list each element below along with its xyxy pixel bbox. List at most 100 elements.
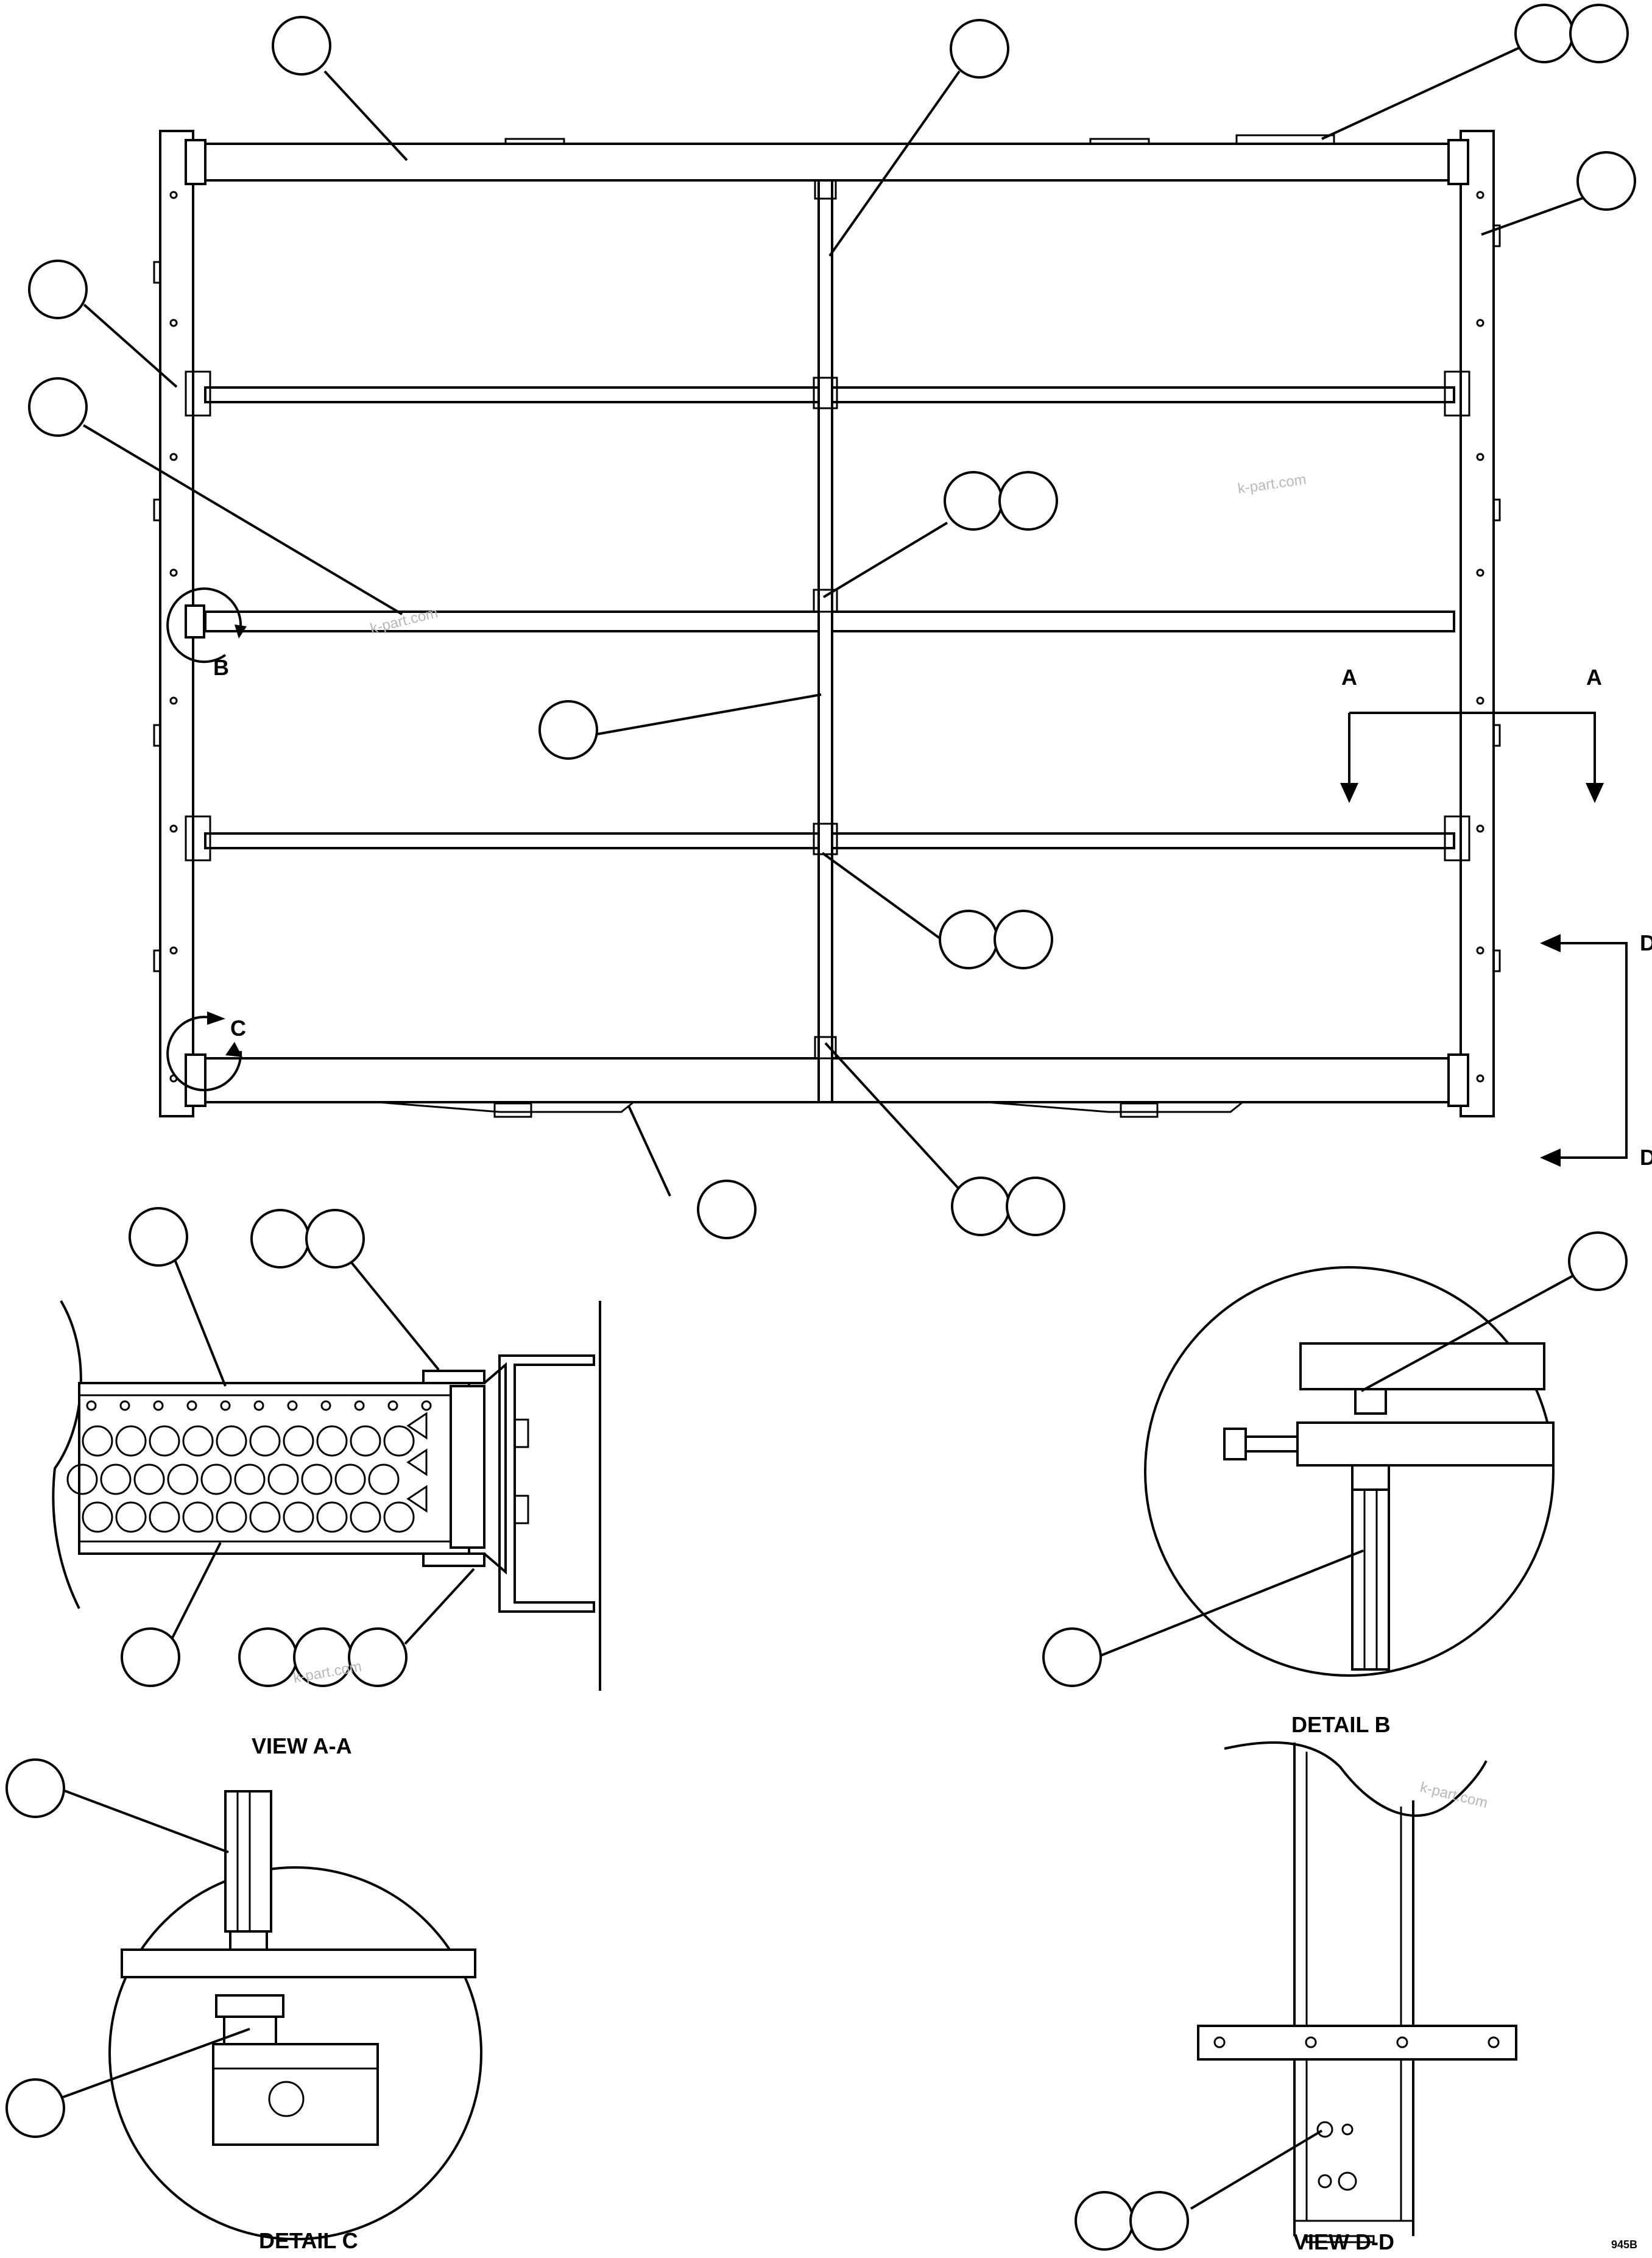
center-clip-bottom: [814, 1036, 837, 1060]
channel-bracket: [498, 1354, 595, 1613]
callout-bubble: [121, 1627, 180, 1687]
top-tab-1: [504, 138, 565, 145]
center-clip-1: [813, 377, 838, 409]
detail-c: DETAIL C: [108, 1790, 482, 2253]
view-aa-caption: VIEW A-A: [252, 1733, 352, 1758]
view-dd-caption: VIEW D-D: [1293, 2229, 1394, 2254]
arrowhead-icon: [1586, 783, 1604, 803]
callout-bubble: [238, 1627, 298, 1687]
post-notches: [153, 224, 1501, 972]
detail-b-caption: DETAIL B: [1291, 1712, 1391, 1737]
view-aa: VIEW A-A: [52, 1300, 601, 1758]
callout-bubble: [305, 1209, 365, 1269]
arrowhead-icon: [1540, 1148, 1561, 1167]
section-d-top-label: D: [1640, 930, 1652, 955]
detail-b: DETAIL B: [1144, 1266, 1555, 1737]
view-dd: VIEW D-D: [1197, 1741, 1517, 2254]
figure-code: 945B: [1611, 2239, 1637, 2251]
leader-lines: [57, 46, 1589, 2210]
callout-bubble: [1042, 1627, 1102, 1687]
callout-bubble: [951, 1177, 1011, 1236]
callout-bubble: [348, 1627, 408, 1687]
top-beam-end-right: [1447, 139, 1469, 185]
callout-bubble: [994, 910, 1053, 969]
arrowhead-icon: [225, 1042, 242, 1057]
detail-b-indicator: B: [166, 587, 247, 680]
callout-bubble: [1568, 1231, 1628, 1291]
rail-roller-rows: [66, 1425, 415, 1533]
clamp-bottom: [422, 1552, 485, 1567]
rail-holes: [86, 1400, 432, 1411]
section-a-left-label: A: [1341, 665, 1357, 690]
section-d-bottom-label: D: [1640, 1145, 1652, 1170]
detail-c-washer: [215, 1994, 284, 2018]
callout-bubble: [1129, 2191, 1189, 2251]
top-tab-2: [1089, 138, 1150, 145]
bottom-beam-end-right: [1447, 1053, 1469, 1107]
detail-c-circle: [108, 1866, 482, 2240]
arrowhead-icon: [1540, 934, 1561, 952]
callout-bubble: [998, 471, 1058, 531]
bracket-left-2: [185, 604, 205, 639]
section-a-indicator: A A: [1340, 665, 1604, 803]
callout-bubble: [950, 19, 1009, 79]
bracket-left-3: [185, 815, 211, 862]
callout-bubble: [1006, 1177, 1065, 1236]
detail-b-lower-bar: [1296, 1421, 1555, 1467]
detail-c-caption: DETAIL C: [259, 2228, 358, 2253]
view-dd-cross-plate: [1197, 2025, 1517, 2061]
bracket-left-1: [185, 370, 211, 417]
detail-b-circle: [1144, 1266, 1555, 1677]
detail-b-nut: [1354, 1388, 1387, 1415]
callout-bubble: [129, 1207, 188, 1267]
bottom-skid-right: [986, 1101, 1243, 1113]
detail-b-post: [1351, 1488, 1390, 1671]
callout-bubble: [250, 1209, 310, 1269]
bottom-beam-end-left: [185, 1053, 206, 1107]
detail-b-bolt-head: [1223, 1428, 1247, 1460]
clamp-top: [422, 1370, 485, 1384]
right-side-post: [1460, 130, 1495, 1117]
callout-bubble: [944, 471, 1003, 531]
main-frame-view: [153, 130, 1501, 1118]
callout-bubble: [272, 16, 331, 76]
detail-b-callout-label: B: [213, 655, 229, 680]
center-clip-2: [813, 589, 838, 613]
detail-c-callout-label: C: [230, 1016, 246, 1041]
center-clip-top: [814, 179, 837, 200]
callout-bubbles: [5, 4, 1636, 2251]
callout-bubble: [5, 2078, 65, 2138]
watermark-4: k-part.com: [1419, 1779, 1490, 1812]
arrowhead-icon: [1340, 783, 1358, 803]
callout-bubble: [28, 377, 88, 437]
top-tab-3: [1235, 134, 1335, 145]
detail-b-bolt-shank: [1244, 1435, 1299, 1453]
bottom-tab-2: [1120, 1102, 1159, 1118]
callout-bubble: [1514, 4, 1574, 63]
callout-bubble: [5, 1758, 65, 1818]
callout-bubble: [538, 700, 598, 760]
callout-bubble: [28, 260, 88, 319]
callout-bubble: [1576, 151, 1636, 211]
callout-bubble: [1075, 2191, 1134, 2251]
arrowhead-icon: [207, 1011, 225, 1025]
watermark-1: k-part.com: [1237, 471, 1307, 497]
bottom-tab-1: [493, 1102, 532, 1118]
detail-c-post: [224, 1790, 272, 1933]
detail-c-bar: [121, 1948, 476, 1978]
bracket-right-3: [1444, 815, 1470, 862]
callout-bubble: [697, 1180, 757, 1239]
top-beam: [192, 143, 1462, 182]
center-support: [817, 179, 833, 1103]
callout-bubble: [1569, 4, 1629, 63]
detail-c-block: [212, 2043, 379, 2146]
detail-b-upper-bar: [1299, 1342, 1545, 1390]
detail-b-collar: [1351, 1464, 1390, 1491]
section-d-indicator: D D: [1540, 930, 1652, 1170]
bracket-right-1: [1444, 370, 1470, 417]
top-beam-end-left: [185, 139, 206, 185]
section-a-right-label: A: [1586, 665, 1602, 690]
bottom-skid-left: [377, 1101, 634, 1113]
detail-c-nut: [223, 2016, 277, 2045]
